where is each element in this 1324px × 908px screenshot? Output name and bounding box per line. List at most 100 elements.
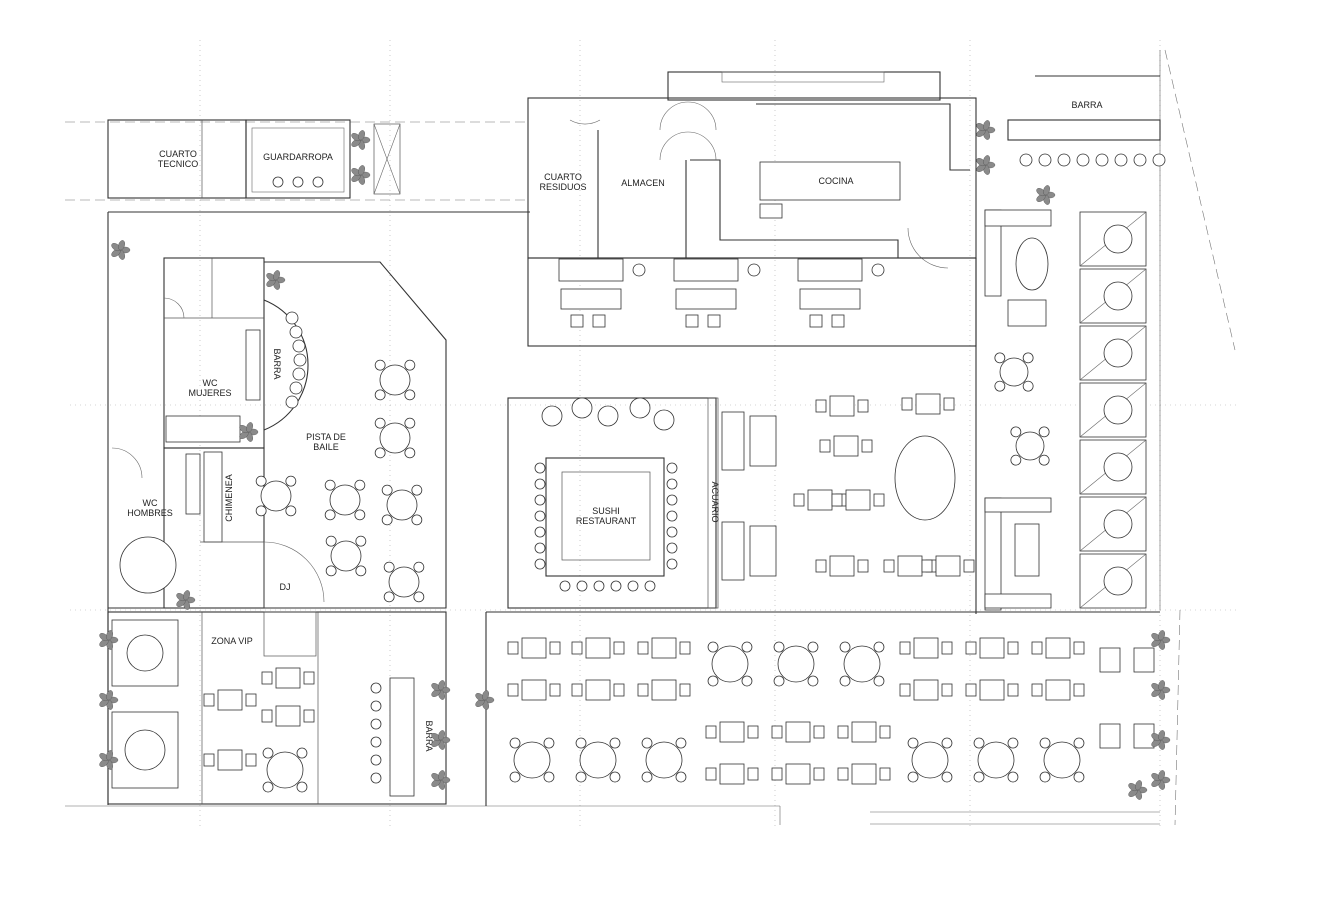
bar-stool xyxy=(370,700,382,712)
kitchen-block: CUARTO RESIDUOS ALMACEN COCINA xyxy=(527,71,977,269)
bar-stool xyxy=(1057,153,1071,167)
square-table xyxy=(785,763,811,785)
chair xyxy=(543,771,555,783)
label-cuarto-tecnico-2: TECNICO xyxy=(158,159,199,169)
chair xyxy=(941,771,953,783)
stool xyxy=(610,580,622,592)
chair xyxy=(1031,683,1043,697)
chair xyxy=(771,767,783,781)
chair xyxy=(325,535,337,547)
chair xyxy=(705,767,717,781)
round-table xyxy=(386,489,418,521)
chair xyxy=(675,737,687,749)
stool xyxy=(666,462,678,474)
cabana-table xyxy=(1103,395,1133,425)
stool xyxy=(666,478,678,490)
lounge-chair xyxy=(629,397,651,419)
chair xyxy=(921,559,933,573)
bar-stool xyxy=(289,325,303,339)
chair xyxy=(907,737,919,749)
label-cuarto-tecnico-1: CUARTO xyxy=(159,149,197,159)
chair xyxy=(509,737,521,749)
chair xyxy=(255,475,267,487)
booth-table xyxy=(560,288,622,310)
chair xyxy=(507,683,519,697)
lounge-chair xyxy=(653,409,675,431)
chair xyxy=(1039,737,1051,749)
chair xyxy=(707,314,721,328)
stool xyxy=(534,510,546,522)
round-table xyxy=(777,645,815,683)
plant-leaf xyxy=(106,750,113,761)
stool xyxy=(593,580,605,592)
chair xyxy=(413,561,425,573)
chair xyxy=(963,559,975,573)
chair xyxy=(637,641,649,655)
chair xyxy=(941,683,953,697)
chair xyxy=(815,559,827,573)
cabana-table xyxy=(1103,224,1133,254)
chair xyxy=(261,671,273,685)
chair xyxy=(831,493,843,507)
chair xyxy=(679,683,691,697)
round-table xyxy=(843,645,881,683)
chair xyxy=(839,675,851,687)
chair xyxy=(1073,641,1085,655)
chair xyxy=(899,641,911,655)
chair xyxy=(837,767,849,781)
chair xyxy=(411,514,423,526)
plants xyxy=(99,120,1171,800)
plant-leaf xyxy=(106,630,113,641)
lounge-chair xyxy=(597,405,619,427)
round-table xyxy=(645,741,683,779)
square-table xyxy=(851,763,877,785)
square-table xyxy=(913,637,939,659)
plant-leaf xyxy=(1135,780,1142,791)
chair xyxy=(413,591,425,603)
chair xyxy=(819,439,831,453)
chair xyxy=(1073,683,1085,697)
square-table xyxy=(1045,637,1071,659)
plant-leaf xyxy=(983,155,990,166)
chair xyxy=(592,314,606,328)
round-table xyxy=(977,741,1015,779)
chair xyxy=(381,484,393,496)
chair xyxy=(374,417,386,429)
chair xyxy=(509,771,521,783)
racks xyxy=(373,123,401,195)
chair xyxy=(1010,454,1022,466)
square-table xyxy=(521,679,547,701)
chair xyxy=(994,352,1006,364)
chair xyxy=(879,767,891,781)
square-table xyxy=(785,721,811,743)
round-table xyxy=(579,741,617,779)
chair xyxy=(839,641,851,653)
chair xyxy=(303,671,315,685)
chair xyxy=(255,505,267,517)
plant-leaf xyxy=(438,680,445,691)
chair xyxy=(355,535,367,547)
plant-leaf xyxy=(1158,680,1165,691)
label-barra-vip: BARRA xyxy=(424,720,434,751)
central-dining xyxy=(721,393,975,581)
plant-leaf xyxy=(118,240,125,251)
label-sushi-2: RESTAURANT xyxy=(576,516,637,526)
chair xyxy=(815,399,827,413)
lounge-chair xyxy=(571,397,593,419)
square-table xyxy=(719,763,745,785)
square-table xyxy=(807,489,833,511)
square-table xyxy=(829,555,855,577)
label-sushi-1: SUSHI xyxy=(592,506,620,516)
plant-leaf xyxy=(246,422,253,433)
stool xyxy=(576,580,588,592)
square-table xyxy=(935,555,961,577)
chair xyxy=(324,479,336,491)
chair xyxy=(549,641,561,655)
chair xyxy=(245,753,257,767)
label-wc-hombres-2: HOMBRES xyxy=(127,508,173,518)
square-table xyxy=(1133,647,1155,673)
chair xyxy=(404,389,416,401)
terrace xyxy=(485,612,1160,825)
chair xyxy=(941,641,953,655)
plant-leaf xyxy=(183,590,190,601)
